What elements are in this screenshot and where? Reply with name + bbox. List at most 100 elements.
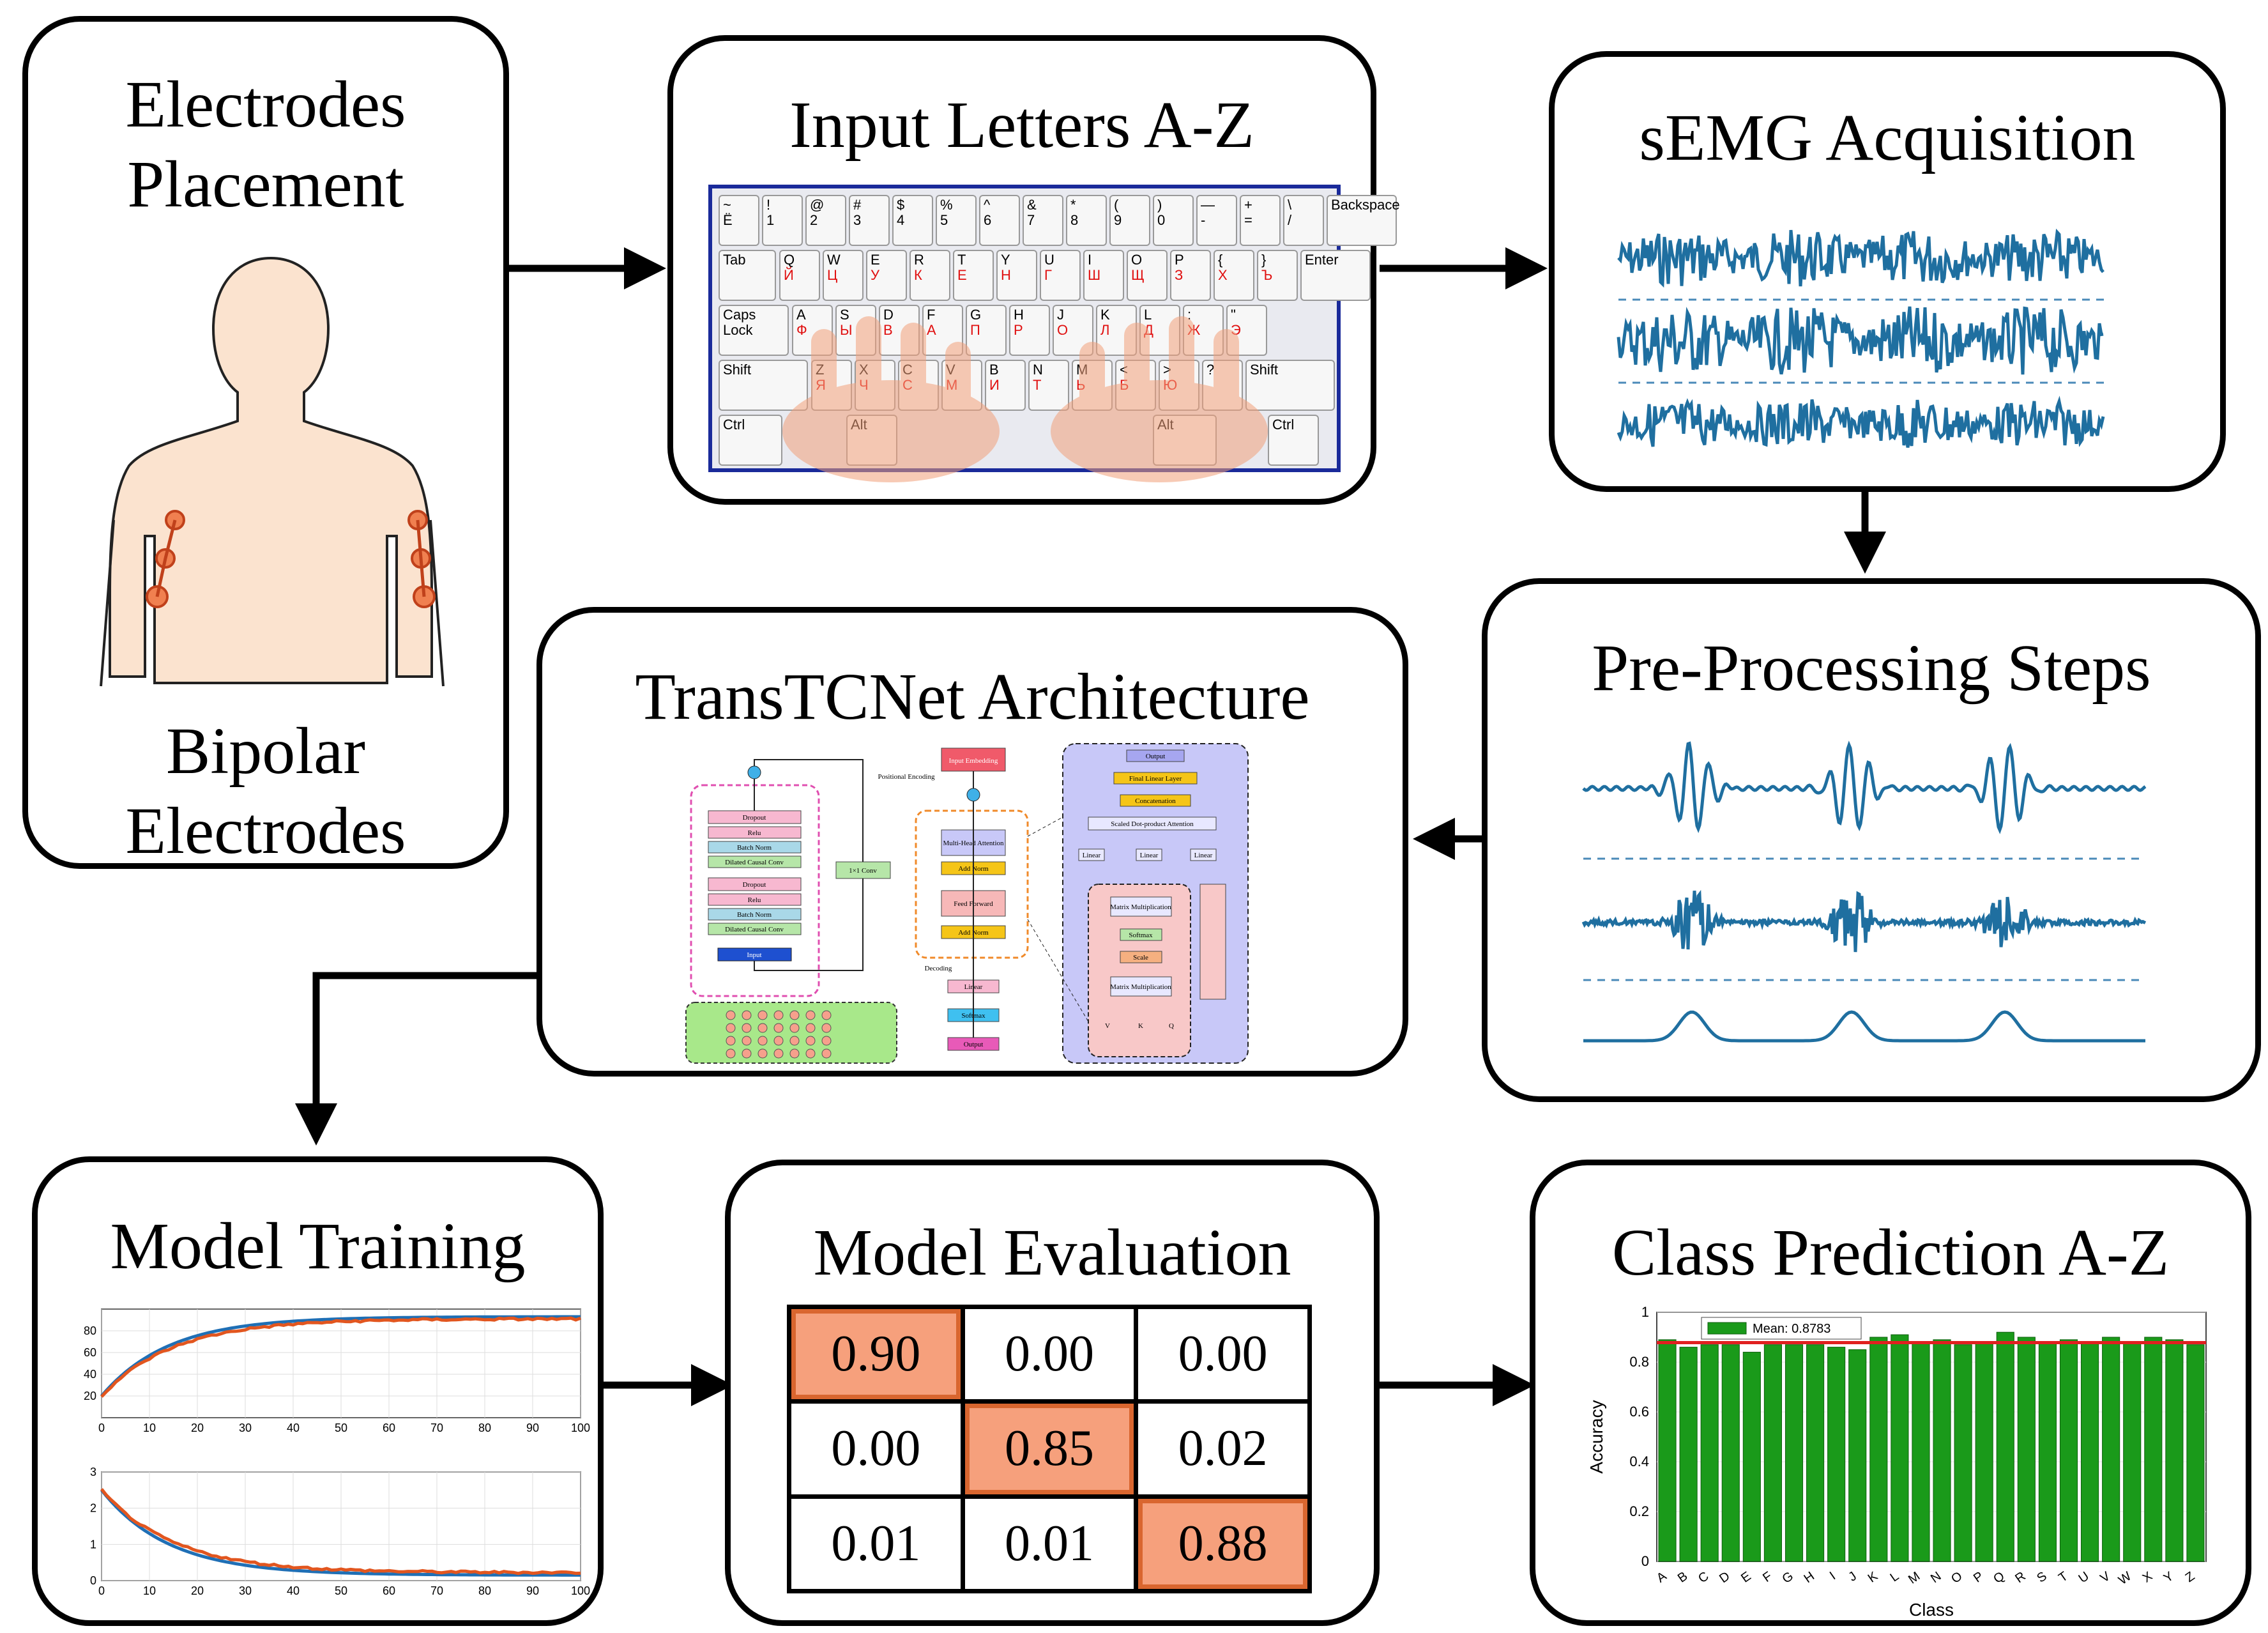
accuracy-bar xyxy=(1975,1342,1993,1562)
cm-cell: 0.90 xyxy=(787,1304,965,1404)
key-label: E xyxy=(871,252,880,268)
key-label: V xyxy=(946,362,955,378)
x-tick-label: F xyxy=(1760,1569,1775,1585)
key-sublabel: Р xyxy=(1014,322,1023,339)
key-sublabel: А xyxy=(927,322,936,339)
x-tick-label: Q xyxy=(1991,1569,2007,1586)
x-tick-label: 0 xyxy=(98,1422,105,1434)
key-sublabel: 8 xyxy=(1070,212,1079,229)
arch-input: Input xyxy=(747,951,761,959)
key-label: Ctrl xyxy=(723,417,745,433)
key-label: Shift xyxy=(723,362,752,378)
accuracy-bar xyxy=(1806,1344,1825,1562)
x-tick-label: 30 xyxy=(239,1584,252,1597)
key-sublabel: Ю xyxy=(1163,377,1178,394)
key: {Х xyxy=(1214,250,1254,301)
accuracy-bar xyxy=(1827,1347,1846,1562)
accuracy-bar xyxy=(2123,1342,2142,1562)
key-sublabel: Д xyxy=(1144,322,1153,339)
accuracy-bar xyxy=(1869,1337,1888,1562)
key-label: L xyxy=(1144,307,1152,323)
y-tick-label: 0 xyxy=(1641,1553,1649,1569)
accuracy-bar xyxy=(1721,1344,1740,1562)
x-tick-label: 80 xyxy=(478,1584,491,1597)
preprocessing-title: Pre-Processing Steps xyxy=(1592,631,2151,705)
key-sublabel: 1 xyxy=(766,212,775,229)
arch-attn-output: Output xyxy=(1146,753,1166,760)
x-tick-label: 70 xyxy=(430,1422,443,1434)
panel-preprocessing: Pre-Processing Steps xyxy=(1482,578,2261,1102)
key-sublabel: Т xyxy=(1033,377,1042,394)
x-tick-label: V xyxy=(2097,1569,2113,1586)
key-sublabel: Я xyxy=(816,377,826,394)
key: Ctrl xyxy=(1268,415,1319,466)
key-sublabel: К xyxy=(914,267,922,284)
key-sublabel: З xyxy=(1175,267,1183,284)
x-tick-label: U xyxy=(2076,1569,2091,1586)
x-tick-label: W xyxy=(2116,1569,2134,1588)
cm-cell: 0.01 xyxy=(960,1494,1139,1594)
key: "Э xyxy=(1226,305,1267,356)
accuracy-bar xyxy=(1742,1351,1761,1562)
key-label: ^ xyxy=(984,197,991,213)
x-tick-label: 60 xyxy=(383,1584,395,1597)
x-tick-label: 0 xyxy=(98,1584,105,1597)
key-sublabel: Ь xyxy=(1076,377,1086,394)
x-tick-label: I xyxy=(1827,1569,1838,1583)
key-label: R xyxy=(914,252,924,268)
key: ~Ё xyxy=(719,195,759,246)
key-label: W xyxy=(827,252,841,268)
x-tick-label: G xyxy=(1780,1569,1796,1586)
key: $4 xyxy=(892,195,933,246)
key-sublabel: = xyxy=(1244,212,1252,229)
arch-final-linear: Final Linear Layer xyxy=(1129,775,1182,783)
x-tick-label: 20 xyxy=(191,1584,204,1597)
panel-input-letters: Input Letters A-Z ~Ё!1@2#3$4%5^6&7*8(9)0… xyxy=(667,35,1400,505)
key-label: P xyxy=(1175,252,1184,268)
cm-cell: 0.02 xyxy=(1134,1399,1312,1499)
key-label: Tab xyxy=(723,252,746,268)
key-sublabel: Х xyxy=(1218,267,1228,284)
x-tick-label: K xyxy=(1866,1569,1881,1586)
key: ^6 xyxy=(979,195,1020,246)
key-sublabel: / xyxy=(1288,212,1292,229)
key: Backspace xyxy=(1327,195,1400,246)
x-tick-label: 20 xyxy=(191,1422,204,1434)
envelope-signal-trace xyxy=(1583,1010,2145,1043)
key-label: < xyxy=(1120,362,1128,378)
key-label: $ xyxy=(897,197,905,213)
arch-dcc-1: Dilated Causal Conv xyxy=(725,859,784,866)
confusion-matrix: 0.90 0.00 0.00 0.00 0.85 0.02 0.01 0.01 … xyxy=(787,1304,1312,1594)
key-label: ~ xyxy=(723,197,731,213)
accuracy-bar xyxy=(1954,1344,1972,1562)
accuracy-bar xyxy=(1700,1344,1719,1562)
key-sublabel: Ф xyxy=(796,322,807,339)
x-tick-label: E xyxy=(1739,1569,1754,1586)
key-sublabel: Г xyxy=(1044,267,1052,284)
key-label: " xyxy=(1231,307,1236,323)
key: )0 xyxy=(1153,195,1194,246)
panel-semg-acquisition: sEMG Acquisition xyxy=(1549,51,2226,492)
cm-cell: 0.00 xyxy=(787,1399,965,1499)
accuracy-bar xyxy=(1763,1344,1782,1562)
key-sublabel: Е xyxy=(957,267,967,284)
key-sublabel: Ы xyxy=(840,322,853,339)
key-label: Shift xyxy=(1250,362,1279,378)
architecture-diagram: Dropout Relu Batch Norm Dilated Causal C… xyxy=(685,743,1249,1064)
key-sublabel: 9 xyxy=(1114,212,1122,229)
